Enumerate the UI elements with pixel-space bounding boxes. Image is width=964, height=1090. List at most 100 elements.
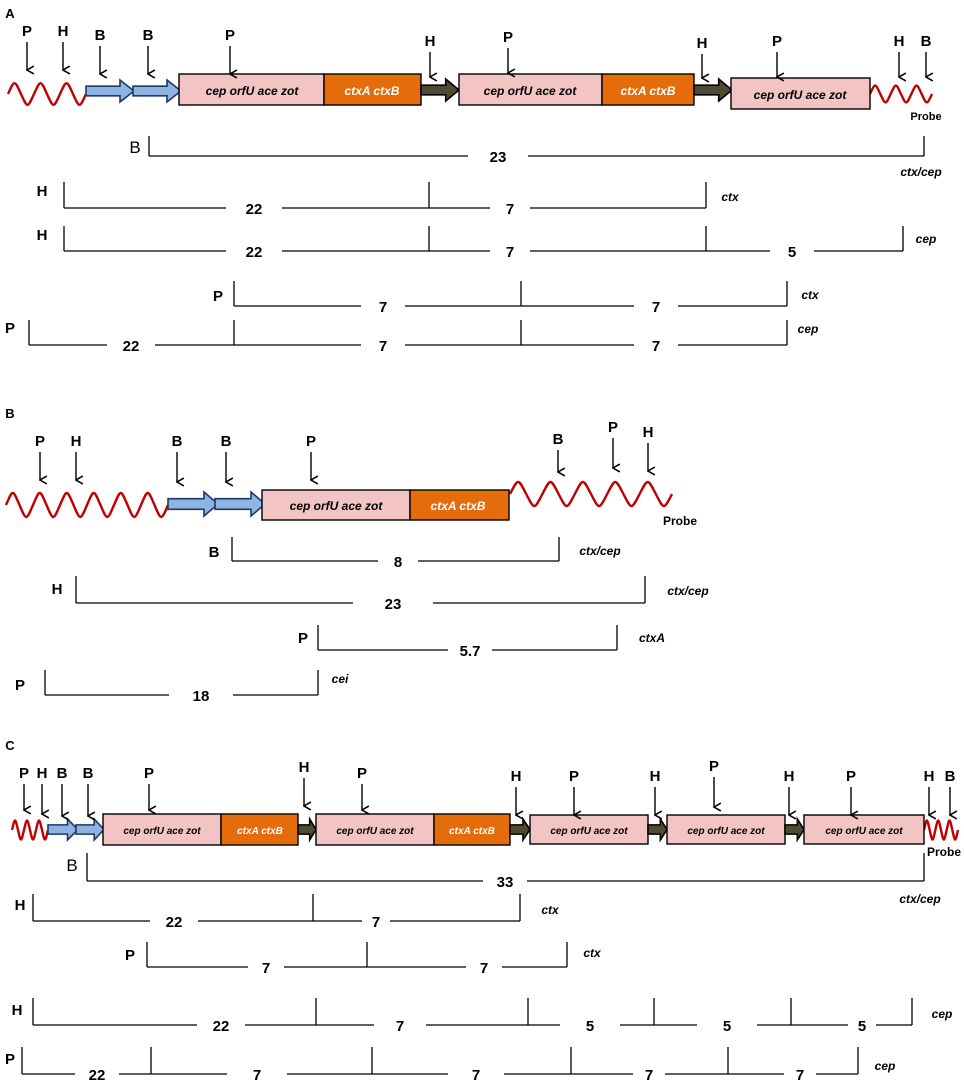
fragment-size-label: 7 [652,338,660,355]
core-gene-box [730,77,871,110]
gene-label-core: cep orfU ace zot [290,499,384,513]
probe-label: Probe [927,845,961,859]
probe-name: cei [332,672,349,686]
chromosome-wave-left [10,819,50,841]
fragment-size-label: 5 [723,1018,731,1035]
probe-name: ctx/cep [667,584,708,598]
probe-name: ctx/cep [900,165,941,179]
probe-name: ctx [583,946,602,960]
gene-label-core: cep orfU ace zot [484,84,578,98]
gene-label-core: cep orfU ace zot [754,88,848,102]
site-label-H: H [784,768,795,785]
probe-name: cep [798,322,819,336]
site-label-P: P [306,433,316,450]
probe-label: Probe [663,514,697,528]
gene-label-core: cep orfU ace zot [123,826,201,837]
site-label-P: P [846,768,856,785]
enzyme-label: P [125,947,135,964]
site-label-H: H [425,33,436,50]
rs1-arrow [132,78,183,104]
fragment-size-label: 22 [213,1018,230,1035]
core-gene-box [529,814,649,845]
enzyme-label: B [66,856,77,875]
chromosome-wave-left [6,81,88,107]
rstr-arrow [509,816,531,843]
rstr-arrow [420,77,461,103]
core-gene-box [458,73,603,106]
gene-label-ctx: ctxA ctxB [431,499,486,513]
enzyme-label: H [15,897,26,914]
chromosome-wave-right [922,819,960,841]
site-label-P: P [709,758,719,775]
site-label-H: H [299,759,310,776]
fragment-size-label: 7 [253,1067,261,1084]
site-label-B: B [921,33,932,50]
site-label-P: P [144,765,154,782]
fragment-size-label: 22 [166,914,183,931]
fragment-size-label: 7 [396,1018,404,1035]
gene-label-core: cep orfU ace zot [336,826,414,837]
rs1-arrow [214,490,267,518]
panel-label-a: A [5,6,15,21]
site-label-B: B [221,433,232,450]
fragment-size-label: 7 [506,244,514,261]
enzyme-label: P [213,288,223,305]
site-label-P: P [225,27,235,44]
rstr-arrow [647,816,668,843]
fragment-size-label: 7 [796,1067,804,1084]
probe-name: ctx [721,190,740,204]
fragment-size-label: 8 [394,554,402,571]
fragment-size-label: 22 [89,1067,106,1084]
gene-label-core: cep orfU ace zot [687,826,765,837]
site-label-P: P [772,33,782,50]
ctx-gene-box [220,813,299,846]
rs1-arrow [47,817,80,842]
enzyme-label: H [12,1002,23,1019]
gene-label-ctx: ctxA ctxB [621,84,676,98]
fragment-size-label: 33 [497,874,514,891]
enzyme-label: H [37,227,48,244]
fragment-size-label: 7 [372,914,380,931]
site-label-H: H [894,33,905,50]
probe-name: ctxA [639,631,665,645]
enzyme-label: B [129,138,140,157]
fragment-size-label: 7 [379,338,387,355]
rstr-arrow [693,77,734,103]
core-gene-box [178,73,325,106]
rs1-arrow [167,490,220,518]
site-label-P: P [35,433,45,450]
enzyme-label: P [5,1051,15,1068]
core-gene-box [315,813,435,846]
chromosome-wave-right [508,480,674,508]
fragment-size-label: 7 [645,1067,653,1084]
site-label-P: P [608,419,618,436]
site-label-B: B [83,765,94,782]
gene-label-core: cep orfU ace zot [206,84,300,98]
enzyme-label: P [15,677,25,694]
fragment-size-label: 22 [123,338,140,355]
site-label-H: H [71,433,82,450]
probe-label: Probe [910,111,941,123]
fragment-size-label: 7 [472,1067,480,1084]
fragment-size-label: 7 [652,299,660,316]
site-label-B: B [172,433,183,450]
site-label-P: P [569,768,579,785]
core-gene-box [803,814,925,845]
probe-name: ctx/cep [899,892,940,906]
enzyme-label: B [209,544,220,561]
panel-label-c: C [5,738,15,753]
rs1-arrow [75,816,106,843]
rstr-arrow [297,816,317,843]
ctx-gene-box [323,73,422,106]
fragment-size-label: 7 [506,201,514,218]
site-label-P: P [357,765,367,782]
site-label-H: H [58,23,69,40]
site-label-H: H [643,424,654,441]
fragment-size-label: 18 [193,688,210,705]
rs1-arrow [85,78,136,104]
gene-label-core: cep orfU ace zot [825,826,903,837]
fragment-size-label: 22 [246,201,263,218]
probe-name: cep [932,1007,953,1021]
site-label-P: P [503,29,513,46]
